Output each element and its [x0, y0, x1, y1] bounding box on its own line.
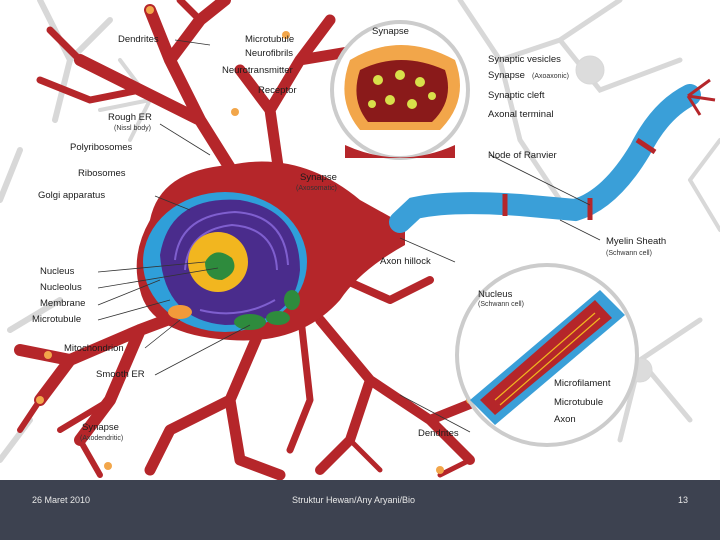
label-synapse-axoaxonic-sub: (Axoaxonic) — [532, 73, 569, 80]
label-receptor: Receptor — [258, 85, 297, 96]
label-membrane: Membrane — [40, 298, 85, 309]
nucleolus-shape — [205, 252, 235, 280]
microfilament-lines — [494, 312, 601, 406]
label-nucleus-schwann-sub: (Schwann cell) — [478, 301, 524, 308]
label-synapse-axosomatic: Synapse — [300, 172, 337, 183]
label-smooth-er: Smooth ER — [96, 369, 145, 380]
label-axon: Axon — [554, 414, 576, 425]
footer-page-number: 13 — [678, 495, 689, 505]
label-rough-er-sub: (Nissl body) — [114, 125, 151, 132]
label-synapse-axodendritic-sub: (Axodendritic) — [80, 435, 123, 442]
neuron-diagram: Dendrites Microtubule Neurofibrils Neuro… — [0, 0, 720, 480]
label-golgi: Golgi apparatus — [38, 190, 105, 201]
label-microfilament: Microfilament — [554, 378, 611, 389]
postsynaptic-membrane — [345, 145, 455, 158]
label-node-of-ranvier: Node of Ranvier — [488, 150, 557, 161]
label-synaptic-vesicles: Synaptic vesicles — [488, 54, 561, 65]
mitochondria — [234, 290, 300, 330]
label-mitochondrion: Mitochondrion — [64, 343, 124, 354]
mitochondrion-orange — [168, 305, 192, 319]
label-synaptic-cleft: Synaptic cleft — [488, 90, 545, 101]
labels: Dendrites Microtubule Neurofibrils Neuro… — [32, 26, 666, 442]
label-synapse-circle: Synapse — [372, 26, 409, 37]
label-myelin-sheath-sub: (Schwann cell) — [606, 250, 652, 257]
label-neurofibrils: Neurofibrils — [245, 48, 293, 59]
label-microtubule-axon: Microtubule — [554, 397, 603, 408]
label-neurotransmitter: Neurotransmitter — [222, 65, 293, 76]
leader-lines — [97, 39, 601, 433]
axon-terminal-branches — [686, 78, 716, 116]
footer-center-text: Struktur Hewan/Any Aryani/Bio — [292, 495, 416, 505]
label-nucleolus: Nucleolus — [40, 282, 82, 293]
label-nucleus: Nucleus — [40, 266, 75, 277]
label-polyribosomes: Polyribosomes — [70, 142, 133, 153]
nodes-of-ranvier — [502, 137, 657, 220]
label-axonal-terminal: Axonal terminal — [488, 109, 553, 120]
label-myelin-sheath: Myelin Sheath — [606, 236, 666, 247]
terminal-interior — [356, 60, 449, 122]
label-dendrites-bottom: Dendrites — [418, 428, 459, 439]
label-synapse-axodendritic: Synapse — [82, 422, 119, 433]
label-synapse-axosomatic-sub: (Axosomatic) — [296, 185, 337, 192]
label-dendrites-top: Dendrites — [118, 34, 159, 45]
footer-date: 26 Maret 2010 — [32, 495, 91, 505]
myelinated-axon — [389, 84, 701, 233]
label-axon-hillock: Axon hillock — [380, 256, 431, 267]
label-synapse-axoaxonic: Synapse — [488, 70, 525, 81]
label-ribosomes: Ribosomes — [78, 168, 126, 179]
axon-core — [480, 300, 612, 415]
label-microtubule: Microtubule — [245, 34, 294, 45]
label-microtubule-body: Microtubule — [32, 314, 81, 325]
label-rough-er: Rough ER — [108, 112, 152, 123]
label-nucleus-schwann: Nucleus — [478, 289, 513, 300]
er-folds — [174, 210, 289, 315]
synaptic-vesicles-shape — [368, 70, 436, 109]
slide-footer: 26 Maret 2010 Struktur Hewan/Any Aryani/… — [0, 480, 720, 540]
